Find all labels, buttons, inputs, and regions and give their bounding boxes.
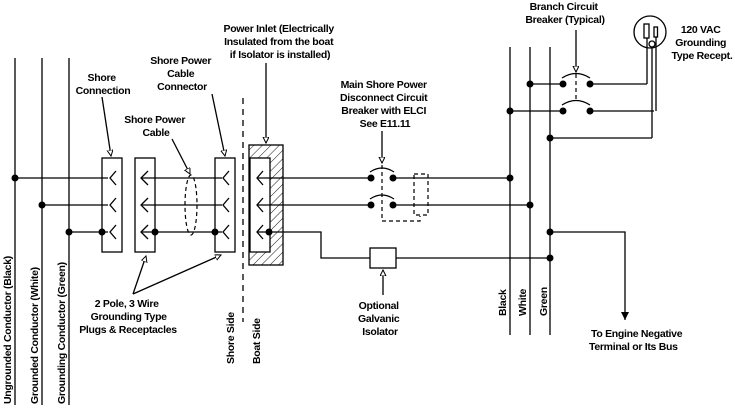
junction-dot: [11, 174, 19, 182]
shore-wires: [11, 174, 108, 236]
cable-bundle-ellipse: [184, 174, 198, 236]
label-shore-power-cable: Shore Power Cable: [124, 114, 188, 139]
label-power-inlet: Power Inlet (Electrically Insulated from…: [223, 23, 336, 61]
label-pointers: [101, 30, 576, 295]
label-plugs-receptacles: 2 Pole, 3 Wire Grounding Type Plugs & Re…: [79, 298, 177, 336]
label-bus-black: Black: [497, 289, 509, 316]
shore-power-cable: [141, 174, 222, 236]
junction-dot: [38, 201, 46, 209]
main-shore-power-breaker: [367, 165, 530, 222]
junction-dot: [65, 228, 73, 236]
branch-circuit-breaker: [506, 72, 654, 142]
elci-box: [413, 173, 429, 216]
label-grounding-conductor: Grounding Conductor (Green): [56, 262, 68, 404]
label-bus-white: White: [517, 288, 529, 316]
label-galvanic-isolator: Optional Galvanic Isolator: [358, 300, 402, 338]
label-grounded-conductor: Grounded Conductor (White): [29, 267, 41, 404]
engine-ground-wire: [550, 231, 629, 320]
label-boat-side: Boat Side: [251, 318, 263, 364]
label-cable-connector: Shore Power Cable Connector: [150, 55, 214, 93]
boat-wires: [257, 177, 550, 259]
label-engine-negative: To Engine Negative Terminal or Its Bus: [589, 328, 685, 353]
label-ungrounded-conductor: Ungrounded Conductor (Black): [2, 256, 14, 404]
ac-bus: [506, 47, 629, 335]
label-shore-side: Shore Side: [225, 312, 237, 364]
label-shore-connection: Shore Connection: [76, 72, 131, 97]
label-main-breaker: Main Shore Power Disconnect Circuit Brea…: [340, 79, 430, 130]
label-branch-breaker: Branch Circuit Breaker (Typical): [525, 1, 604, 26]
shore-connection-receptacle: [101, 157, 123, 253]
galvanic-isolator-box: [369, 247, 397, 269]
label-receptacle: 120 VAC Grounding Type Recept.: [672, 24, 733, 62]
shore-power-cable-connector: [214, 157, 236, 253]
label-bus-green: Green: [538, 287, 550, 316]
junction-dot: [151, 228, 159, 236]
receptacle-120vac: [633, 15, 667, 138]
